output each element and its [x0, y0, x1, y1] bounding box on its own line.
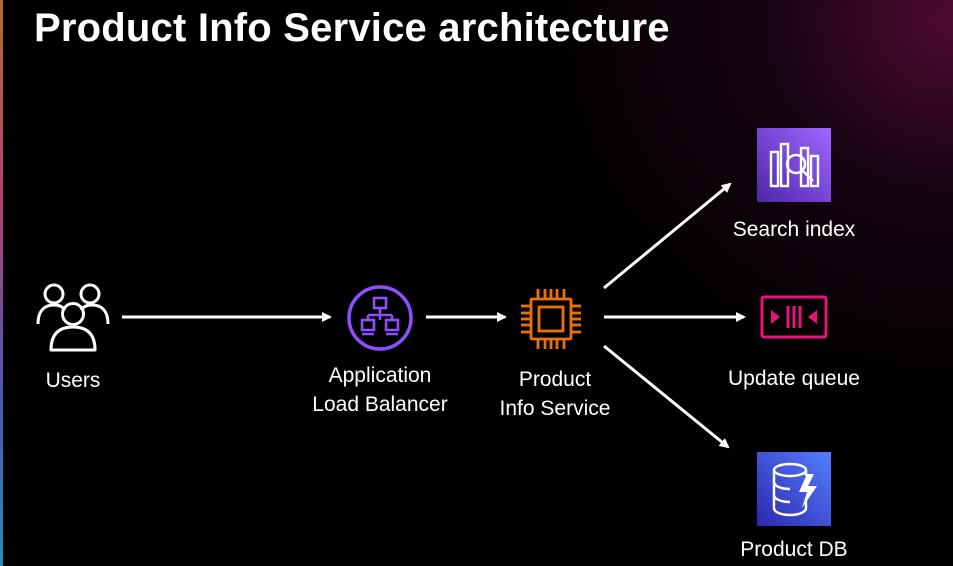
db-label: Product DB	[740, 538, 848, 561]
search-index-icon	[757, 128, 831, 202]
service-label: Product Info Service	[476, 365, 634, 423]
chip-icon	[521, 289, 581, 349]
arrow-service-to-db	[603, 344, 730, 449]
search-label: Search index	[732, 218, 856, 241]
database-icon	[757, 452, 831, 526]
queue-icon	[760, 295, 828, 339]
alb-label: Application Load Balancer	[292, 361, 468, 419]
users-label: Users	[45, 369, 101, 392]
service-label-line2: Info Service	[499, 397, 611, 420]
queue-label: Update queue	[728, 367, 860, 390]
arrow-service-to-search	[603, 182, 732, 290]
service-label-line1: Product	[518, 368, 592, 391]
alb-label-line1: Application	[328, 364, 432, 387]
alb-label-line2: Load Balancer	[312, 393, 448, 416]
edge-color-strip	[0, 0, 3, 566]
users-icon	[36, 283, 110, 352]
load-balancer-icon	[347, 285, 413, 351]
slide-title: Product Info Service architecture	[34, 6, 670, 50]
